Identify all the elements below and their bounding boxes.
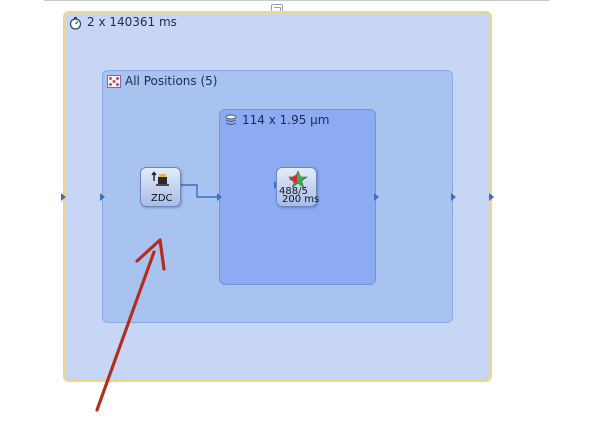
zstack-output-port-icon xyxy=(374,193,379,201)
positions-label: All Positions (5) xyxy=(125,74,218,88)
stopwatch-icon xyxy=(69,16,82,33)
zstack-input-port-icon xyxy=(217,193,222,201)
positions-input-port-icon xyxy=(100,193,105,201)
acquisition-wavelength-label: 488/5 xyxy=(279,186,308,197)
acquisition-node[interactable]: 488/5 200 ms xyxy=(276,167,320,207)
zdc-output-port-icon xyxy=(179,181,183,189)
timelapse-input-port-icon xyxy=(61,193,66,201)
layers-icon xyxy=(225,114,237,130)
acquisition-exposure-label: 200 ms xyxy=(282,194,320,205)
top-divider xyxy=(44,0,549,1)
zdc-node-label: ZDC xyxy=(151,193,173,204)
zstack-label: 114 x 1.95 µm xyxy=(242,113,330,127)
fluorescence-channel-icon xyxy=(287,170,309,191)
zdc-focus-icon xyxy=(151,171,171,194)
timelapse-label: 2 x 140361 ms xyxy=(87,15,177,29)
positions-output-port-icon xyxy=(451,193,456,201)
timelapse-output-port-icon xyxy=(489,193,494,201)
positions-icon xyxy=(107,75,121,91)
zdc-node[interactable]: ZDC xyxy=(140,167,181,207)
